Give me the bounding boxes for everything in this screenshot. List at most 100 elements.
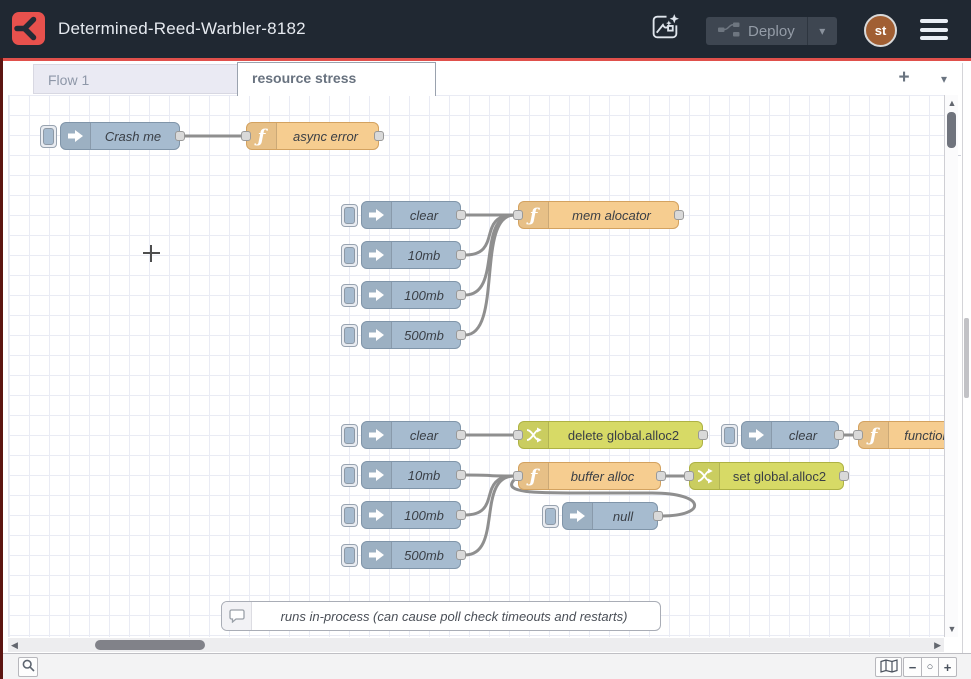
inject-icon xyxy=(362,422,392,448)
node-func[interactable]: ƒfunction xyxy=(858,421,944,449)
node-mb500b[interactable]: 500mb xyxy=(361,541,461,569)
inject-trigger-button[interactable] xyxy=(341,424,358,447)
node-clear1[interactable]: clear xyxy=(361,201,461,229)
user-avatar[interactable]: st xyxy=(864,14,897,47)
output-port[interactable] xyxy=(456,210,466,220)
node-label: runs in-process (can cause poll check ti… xyxy=(252,602,656,630)
output-port[interactable] xyxy=(674,210,684,220)
zoom-reset-button[interactable]: ○ xyxy=(921,657,939,677)
output-port[interactable] xyxy=(456,550,466,560)
node-crash[interactable]: Crash me xyxy=(60,122,180,150)
input-port[interactable] xyxy=(684,471,694,481)
deploy-label: Deploy xyxy=(748,23,795,40)
deploy-options-button[interactable]: ▾ xyxy=(807,17,837,45)
node-label: 10mb xyxy=(392,242,456,268)
node-note[interactable]: runs in-process (can cause poll check ti… xyxy=(221,601,661,631)
flow-canvas[interactable]: Crash me ƒasync error clear 10mb 100mb 500mb ƒ… xyxy=(8,95,944,637)
output-port[interactable] xyxy=(456,250,466,260)
zoom-out-button[interactable]: − xyxy=(903,657,921,677)
output-port[interactable] xyxy=(653,511,663,521)
input-port[interactable] xyxy=(513,471,523,481)
output-port[interactable] xyxy=(834,430,844,440)
deploy-button-group: Deploy ▾ xyxy=(706,17,837,45)
inject-trigger-button[interactable] xyxy=(341,324,358,347)
output-port[interactable] xyxy=(456,290,466,300)
flow-list-button[interactable]: ▾ xyxy=(934,70,954,88)
inject-trigger-button[interactable] xyxy=(341,244,358,267)
node-mb10a[interactable]: 10mb xyxy=(361,241,461,269)
node-bufalloc[interactable]: ƒbuffer alloc xyxy=(518,462,661,490)
horizontal-scroll-thumb[interactable] xyxy=(95,640,205,650)
node-setglob[interactable]: set global.alloc2 xyxy=(689,462,844,490)
scroll-down-icon[interactable]: ▼ xyxy=(945,624,959,634)
node-clear2[interactable]: clear xyxy=(361,421,461,449)
main-menu-button[interactable] xyxy=(920,19,948,40)
node-mb10b[interactable]: 10mb xyxy=(361,461,461,489)
scroll-left-icon[interactable]: ◀ xyxy=(11,640,18,651)
scroll-up-icon[interactable]: ▲ xyxy=(945,98,959,108)
node-mb500a[interactable]: 500mb xyxy=(361,321,461,349)
browser-scrollbar-track xyxy=(962,63,963,653)
change-icon xyxy=(519,422,549,448)
inject-trigger-button[interactable] xyxy=(40,125,57,148)
node-label: 100mb xyxy=(392,282,456,308)
input-port[interactable] xyxy=(513,430,523,440)
node-label: 500mb xyxy=(392,322,456,348)
output-port[interactable] xyxy=(698,430,708,440)
node-clear3[interactable]: clear xyxy=(741,421,839,449)
zoom-in-button[interactable]: + xyxy=(939,657,957,677)
inject-trigger-button[interactable] xyxy=(341,204,358,227)
inject-arrow-icon xyxy=(369,468,384,482)
footer-toolbar: − ○ + xyxy=(3,653,971,679)
navigator-button[interactable] xyxy=(875,657,902,677)
inject-icon xyxy=(362,242,392,268)
browser-scrollbar-thumb[interactable] xyxy=(964,318,969,398)
output-port[interactable] xyxy=(456,430,466,440)
deploy-button[interactable]: Deploy xyxy=(706,17,807,45)
node-mb100b[interactable]: 100mb xyxy=(361,501,461,529)
vertical-scroll-thumb[interactable] xyxy=(947,112,956,148)
output-port[interactable] xyxy=(456,510,466,520)
function-icon: ƒ xyxy=(519,202,549,228)
add-flow-button[interactable]: + xyxy=(892,66,916,90)
map-icon xyxy=(880,659,898,676)
output-port[interactable] xyxy=(175,131,185,141)
node-label: set global.alloc2 xyxy=(720,463,839,489)
inject-trigger-button[interactable] xyxy=(542,505,559,528)
inject-arrow-icon xyxy=(369,428,384,442)
node-label: clear xyxy=(392,202,456,228)
output-port[interactable] xyxy=(656,471,666,481)
node-label: 10mb xyxy=(392,462,456,488)
tab-flow-1[interactable]: Flow 1 xyxy=(33,64,238,94)
search-icon xyxy=(22,659,35,675)
inject-icon xyxy=(362,462,392,488)
node-label: 500mb xyxy=(392,542,456,568)
inject-trigger-button[interactable] xyxy=(721,424,738,447)
scroll-right-icon[interactable]: ▶ xyxy=(934,640,941,651)
input-port[interactable] xyxy=(241,131,251,141)
node-mb100a[interactable]: 100mb xyxy=(361,281,461,309)
input-port[interactable] xyxy=(853,430,863,440)
inject-icon xyxy=(742,422,772,448)
inject-trigger-button[interactable] xyxy=(341,464,358,487)
node-nullinj[interactable]: null xyxy=(562,502,658,530)
inject-arrow-icon xyxy=(369,548,384,562)
output-port[interactable] xyxy=(374,131,384,141)
ai-assistant-button[interactable] xyxy=(648,12,682,46)
tab-resource-stress[interactable]: resource stress xyxy=(237,62,436,96)
output-port[interactable] xyxy=(839,471,849,481)
inject-trigger-button[interactable] xyxy=(341,504,358,527)
inject-trigger-button[interactable] xyxy=(341,544,358,567)
search-button[interactable] xyxy=(18,657,38,677)
hamburger-icon xyxy=(920,19,948,23)
input-port[interactable] xyxy=(513,210,523,220)
output-port[interactable] xyxy=(456,330,466,340)
inject-trigger-button[interactable] xyxy=(341,284,358,307)
node-label: null xyxy=(593,503,653,529)
node-delglob[interactable]: delete global.alloc2 xyxy=(518,421,703,449)
workspace-tabbar: Flow 1 resource stress + ▾ xyxy=(3,61,971,95)
node-asyncerr[interactable]: ƒasync error xyxy=(246,122,379,150)
output-port[interactable] xyxy=(456,470,466,480)
node-memalloc[interactable]: ƒmem alocator xyxy=(518,201,679,229)
